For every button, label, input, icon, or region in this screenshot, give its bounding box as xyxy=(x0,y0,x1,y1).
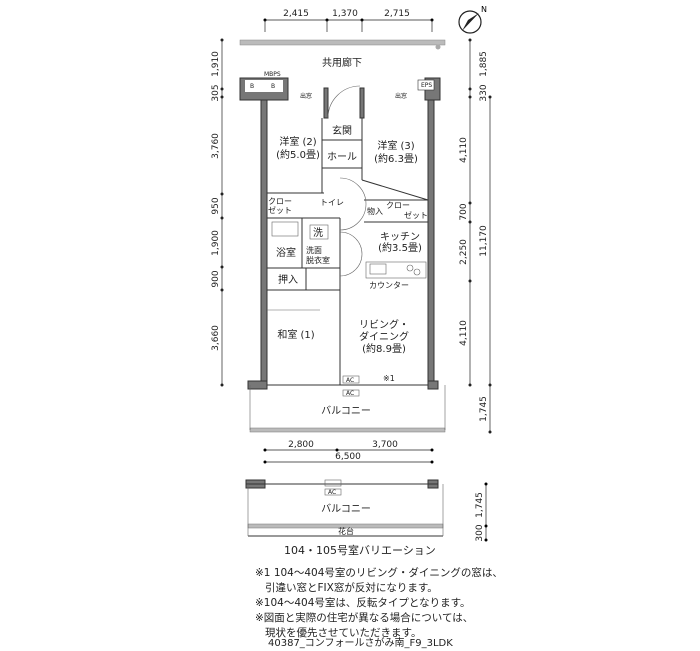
note-3: ※図面と実際の住宅が異なる場合については、 現状を優先させていただきます。 xyxy=(255,612,474,639)
svg-text:(約3.5畳): (約3.5畳) xyxy=(378,241,422,254)
svg-text:花台: 花台 xyxy=(338,526,354,536)
svg-text:ゼット: ゼット xyxy=(404,210,428,220)
unit-walls xyxy=(239,77,441,390)
bottom-dimensions: 2,800 3,700 6,500 xyxy=(263,440,434,464)
right-dimensions: 1,885 330 4,110 700 2,250 4,110 11,170 1… xyxy=(459,38,492,434)
top-dimensions: 2,415 1,370 2,715 xyxy=(263,9,434,32)
corridor-rail xyxy=(239,39,446,46)
svg-text:2,800: 2,800 xyxy=(288,440,314,450)
svg-text:クロー: クロー xyxy=(386,201,410,210)
svg-text:洗: 洗 xyxy=(313,227,323,239)
svg-text:脱衣室: 脱衣室 xyxy=(306,255,330,265)
svg-text:305: 305 xyxy=(211,84,221,101)
svg-text:300: 300 xyxy=(475,524,485,541)
svg-text:ホール: ホール xyxy=(327,151,357,163)
svg-text:洋室 (3): 洋室 (3) xyxy=(377,139,414,152)
svg-text:B: B xyxy=(271,83,275,90)
svg-text:11,170: 11,170 xyxy=(479,225,489,257)
svg-text:※1: ※1 xyxy=(383,374,395,383)
room-labels: 洋室 (2) (約5.0畳) 玄関 ホール 洋室 (3) (約6.3畳) クロー… xyxy=(267,124,428,397)
svg-text:EPS: EPS xyxy=(421,82,432,89)
svg-text:(約8.9畳): (約8.9畳) xyxy=(362,342,406,355)
svg-text:700: 700 xyxy=(459,203,469,220)
svg-text:キッチン: キッチン xyxy=(380,231,420,243)
svg-text:1,745: 1,745 xyxy=(475,492,485,518)
svg-text:1,900: 1,900 xyxy=(211,230,221,256)
svg-text:AC: AC xyxy=(328,489,336,496)
svg-text:ダイニング: ダイニング xyxy=(359,330,409,343)
svg-text:4,110: 4,110 xyxy=(459,320,469,346)
svg-text:トイレ: トイレ xyxy=(320,198,344,207)
svg-text:4,110: 4,110 xyxy=(459,137,469,163)
variation-title: 104・105号室バリエーション xyxy=(284,544,436,557)
left-dimensions: 1,910 305 3,760 950 1,900 900 3,660 xyxy=(211,38,224,387)
svg-text:2,250: 2,250 xyxy=(459,239,469,265)
svg-text:浴室: 浴室 xyxy=(276,246,296,259)
svg-text:1,885: 1,885 xyxy=(479,51,489,77)
north-compass-icon: N xyxy=(458,5,487,34)
svg-text:洋室 (2): 洋室 (2) xyxy=(279,135,316,148)
svg-text:900: 900 xyxy=(211,270,221,287)
svg-text:(約6.3畳): (約6.3畳) xyxy=(374,152,418,165)
svg-text:(約5.0畳): (約5.0畳) xyxy=(276,148,320,161)
svg-text:ゼット: ゼット xyxy=(268,205,292,215)
note-2: ※104～404号室は、反転タイプとなります。 xyxy=(255,597,471,609)
svg-text:リビング・: リビング・ xyxy=(359,318,409,331)
svg-text:出窓: 出窓 xyxy=(300,92,312,100)
svg-text:MBPS: MBPS xyxy=(264,71,281,78)
svg-text:AC: AC xyxy=(346,390,354,397)
svg-text:1,745: 1,745 xyxy=(479,396,489,422)
svg-text:出窓: 出窓 xyxy=(395,92,407,100)
svg-text:1,910: 1,910 xyxy=(211,51,221,77)
plan-id-footer: 40387_コンフォールさがみ南_F9_3LDK xyxy=(268,638,453,649)
svg-text:バルコニー: バルコニー xyxy=(321,503,371,515)
svg-text:2,715: 2,715 xyxy=(384,9,410,19)
variation-plan: AC バルコニー 花台 1,745 300 xyxy=(245,479,488,542)
svg-text:1,370: 1,370 xyxy=(332,9,358,19)
svg-text:3,760: 3,760 xyxy=(211,133,221,159)
svg-text:クロー: クロー xyxy=(268,197,292,206)
svg-text:洗面: 洗面 xyxy=(306,245,322,255)
corridor-label: 共用廊下 xyxy=(322,56,362,69)
svg-text:B: B xyxy=(250,83,254,90)
svg-text:物入: 物入 xyxy=(367,206,383,216)
balcony: バルコニー xyxy=(249,385,446,433)
svg-text:押入: 押入 xyxy=(278,273,298,286)
svg-text:2,415: 2,415 xyxy=(283,9,309,19)
svg-text:AC: AC xyxy=(346,377,354,384)
svg-text:N: N xyxy=(481,5,487,14)
svg-text:バルコニー: バルコニー xyxy=(321,405,371,417)
svg-text:3,660: 3,660 xyxy=(211,325,221,351)
note-1: ※1 104～404号室のリビング・ダイニングの窓は、 引違い窓とFIX窓が反対… xyxy=(255,567,503,594)
svg-text:6,500: 6,500 xyxy=(335,452,361,462)
svg-text:3,700: 3,700 xyxy=(372,440,398,450)
svg-text:和室 (1): 和室 (1) xyxy=(277,328,314,341)
svg-text:330: 330 xyxy=(479,84,489,101)
svg-text:玄関: 玄関 xyxy=(332,124,352,137)
svg-text:カウンター: カウンター xyxy=(369,281,409,290)
svg-text:950: 950 xyxy=(211,197,221,214)
